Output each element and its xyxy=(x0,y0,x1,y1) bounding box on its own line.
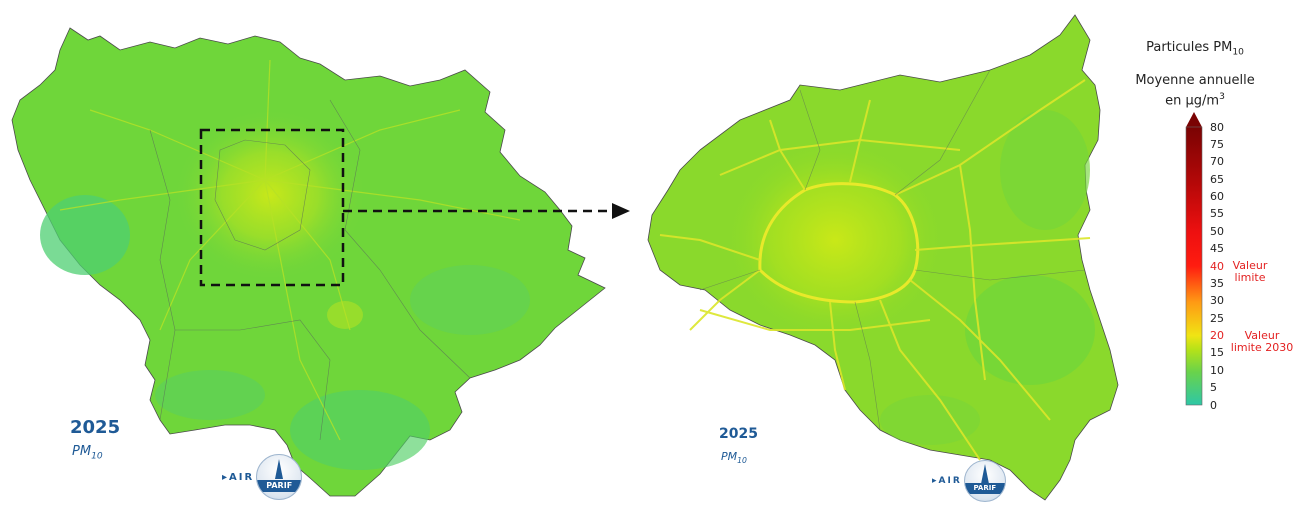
department-boundaries xyxy=(149,99,471,441)
cool-zone xyxy=(290,390,430,470)
legend-tick-label: 5 xyxy=(1210,381,1217,395)
legend-subtitle: Moyenne annuelle en µg/m3 xyxy=(1135,73,1255,109)
legend-tick-label: 60 xyxy=(1210,190,1224,203)
warm-zone xyxy=(175,110,365,280)
legend-overflow-arrow xyxy=(1186,112,1202,127)
logo-badge: PARIF xyxy=(964,483,1005,494)
legend-tick-label: 80 xyxy=(1210,120,1224,134)
legend-tick-label: 50 xyxy=(1210,224,1224,238)
legend-tick-label: 45 xyxy=(1210,242,1224,256)
logo-disc: PARIF xyxy=(256,454,303,500)
legend-tick-label: 35 xyxy=(1210,276,1224,290)
peripherique-ring xyxy=(758,182,920,304)
warm-zone xyxy=(725,140,945,340)
logo-badge: PARIF xyxy=(257,480,302,492)
right-map-pollutant: PM10 xyxy=(721,450,747,466)
left-map-year: 2025 xyxy=(70,417,121,438)
right-map xyxy=(647,14,1119,501)
legend-limit-2030-label: Valeur limite 2030 xyxy=(1230,328,1294,354)
right-map-year: 2025 xyxy=(719,426,758,442)
right-map-airparif-logo: ▸AIR PARIF xyxy=(932,460,1006,502)
cool-zone xyxy=(410,265,530,335)
legend-tick-label: 55 xyxy=(1210,207,1224,221)
cool-zone xyxy=(40,195,130,275)
left-map-airparif-logo: ▸AIR PARIF xyxy=(222,454,303,500)
legend-tick-label: 25 xyxy=(1210,311,1224,325)
legend-tick-label: 75 xyxy=(1210,137,1224,151)
warm-zone xyxy=(327,301,363,329)
cool-zone xyxy=(880,395,980,445)
zoom-arrow-head xyxy=(612,203,630,219)
legend-tick-label: 40 xyxy=(1210,259,1224,273)
logo-prefix: ▸AIR xyxy=(932,476,962,486)
zoom-area-box xyxy=(199,128,345,287)
left-map xyxy=(11,27,630,497)
legend-tick-label: 65 xyxy=(1210,172,1224,186)
cool-zone xyxy=(1000,110,1090,230)
legend-limit-label: Valeur limite xyxy=(1232,259,1268,284)
legend-tick-label: 0 xyxy=(1210,398,1217,412)
legend-gradient xyxy=(1185,126,1203,406)
logo-disc: PARIF xyxy=(963,460,1006,502)
logo-prefix: ▸AIR xyxy=(222,471,255,483)
legend-tick-label: 70 xyxy=(1210,155,1224,169)
legend-title: Particules PM10 xyxy=(1146,40,1244,58)
cool-zone xyxy=(155,370,265,420)
road-network xyxy=(659,79,1091,461)
legend-tick-label: 10 xyxy=(1210,363,1224,377)
department-boundaries xyxy=(699,69,1086,431)
legend-tick-label: 15 xyxy=(1210,346,1224,360)
legend-tick-label: 20 xyxy=(1210,329,1224,342)
legend-colorbar xyxy=(1185,112,1203,406)
legend-tick-label: 30 xyxy=(1210,294,1224,308)
left-map-pollutant: PM10 xyxy=(72,444,103,462)
